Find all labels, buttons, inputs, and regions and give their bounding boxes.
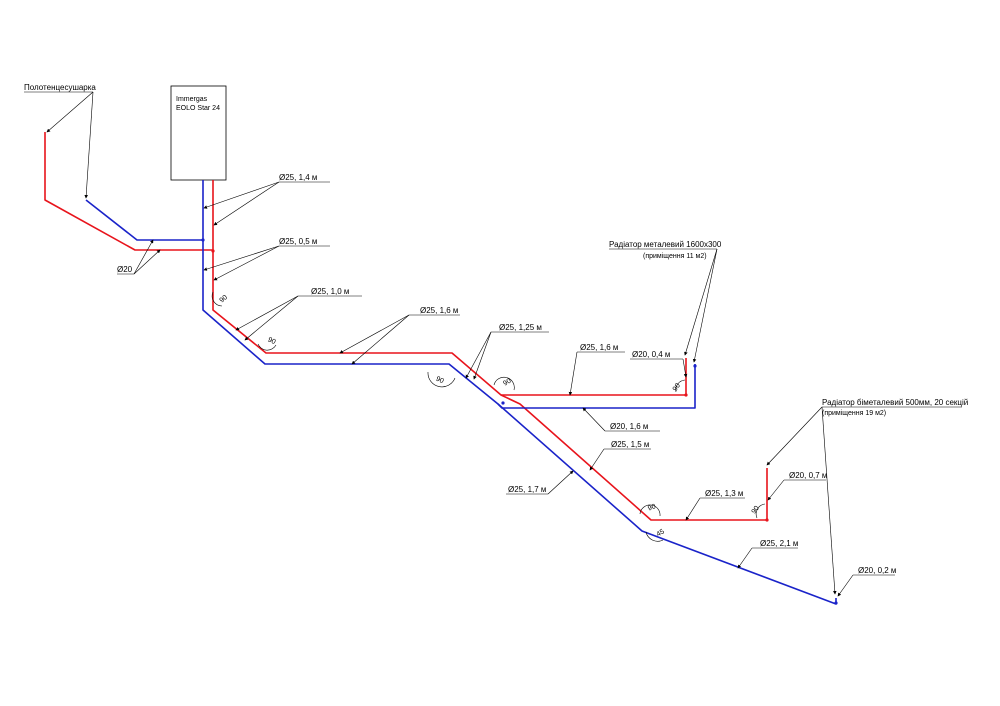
label-d25-0-5: Ø25, 0,5 м [279, 237, 317, 246]
label-d20-0-7: Ø20, 0,7 м [789, 471, 827, 480]
angle-label-1: 90 [219, 294, 230, 304]
main-return-pipe [202, 180, 837, 605]
boiler-label-2: EOLO Star 24 [176, 105, 220, 112]
boiler-label-1: Immergas [176, 96, 208, 103]
radiator1-return-pipe [497, 364, 696, 409]
angle-label-5: 90 [672, 382, 682, 392]
angle-label-6: 90 [647, 503, 657, 512]
angle-label-7: 90 [751, 505, 761, 515]
boiler-box [170, 85, 227, 181]
angle-label-3: 90 [435, 376, 445, 386]
junction-dots [211, 249, 769, 522]
label-d25-1-25: Ø25, 1,25 м [499, 323, 542, 332]
label-d20-1-6: Ø20, 1,6 м [610, 422, 648, 431]
label-d25-1-6a: Ø25, 1,6 м [420, 306, 458, 315]
radiator1-label-1: Радіатор металевий 1600х300 [609, 240, 722, 249]
label-d25-1-0: Ø25, 1,0 м [311, 287, 349, 296]
angle-label-2: 90 [266, 336, 276, 346]
towel-dryer-supply-pipe [44, 132, 213, 251]
radiator2-label-1: Радіатор біметалевий 500мм, 20 секцій [822, 398, 968, 407]
label-d20-towel: Ø20 [117, 265, 133, 274]
label-d25-1-6b: Ø25, 1,6 м [580, 343, 618, 352]
label-d25-2-1: Ø25, 2,1 м [760, 539, 798, 548]
towel-dryer-label: Полотенцесушарка [24, 83, 96, 92]
label-d20-0-2: Ø20, 0,2 м [858, 566, 896, 575]
label-d25-1-3: Ø25, 1,3 м [705, 489, 743, 498]
label-d20-0-4: Ø20, 0,4 м [632, 350, 670, 359]
junction-dots-return [201, 238, 838, 605]
radiator1-supply-pipe [501, 358, 687, 396]
main-supply-pipe [212, 180, 768, 521]
label-d25-1-5: Ø25, 1,5 м [611, 440, 649, 449]
angle-label-8: 45 [656, 528, 666, 538]
radiator1-label-2: (приміщення 11 м2) [643, 252, 707, 260]
radiator2-label-2: (приміщення 19 м2) [822, 409, 886, 417]
towel-dryer-return-pipe [85, 199, 203, 241]
angle-label-4: 90 [502, 378, 512, 388]
label-d25-1-4: Ø25, 1,4 м [279, 173, 317, 182]
label-d25-1-7: Ø25, 1,7 м [508, 485, 546, 494]
